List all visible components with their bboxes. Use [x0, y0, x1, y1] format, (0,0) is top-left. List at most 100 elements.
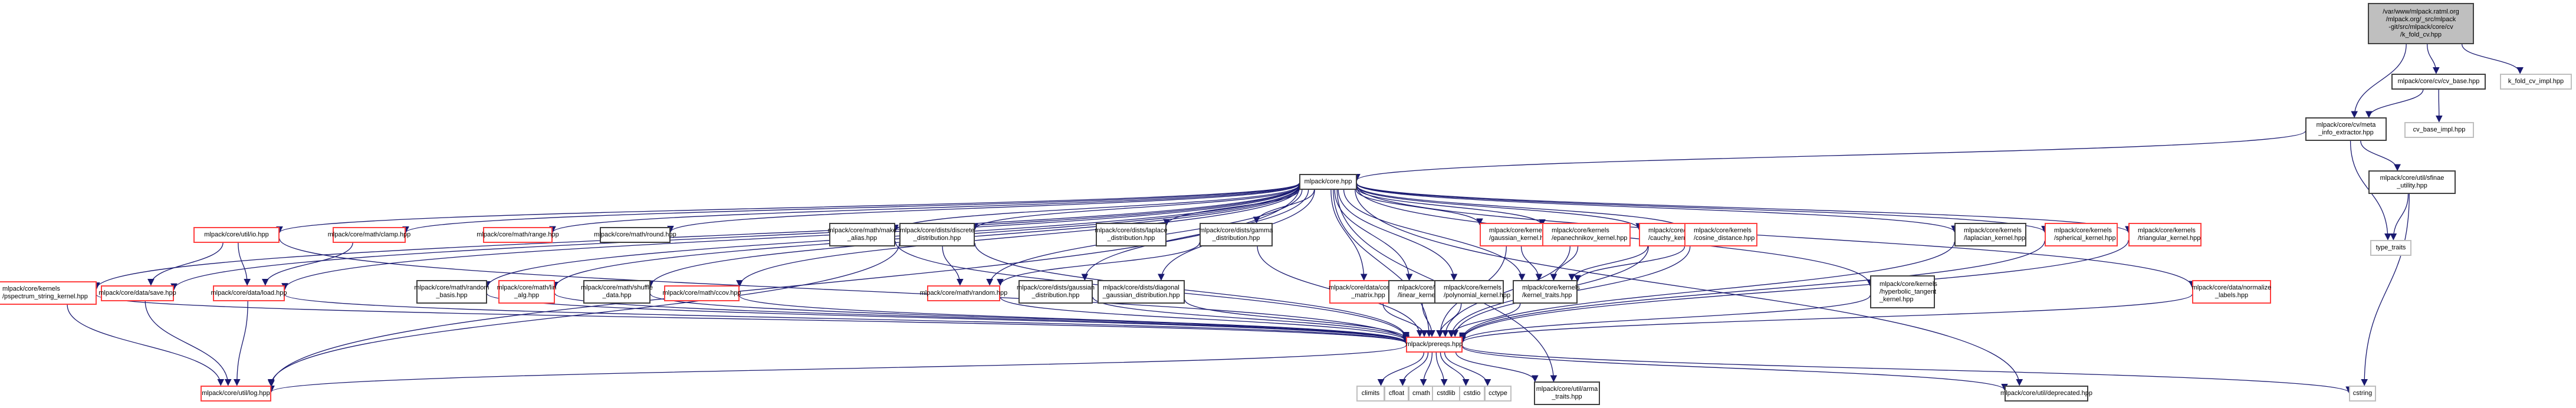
- node-label: mlpack/core/math/shuffle _data.hpp: [580, 284, 653, 299]
- node-label: mlpack/core/kernels /laplacian_kernel.hp…: [1964, 227, 2025, 242]
- edge-core-to-shuffle: [647, 186, 1300, 288]
- node-io[interactable]: mlpack/core/util/io.hpp: [193, 226, 280, 243]
- node-label: cfloat: [1388, 389, 1405, 397]
- node-normalize[interactable]: mlpack/core/data/normalize _labels.hpp: [2192, 280, 2271, 304]
- node-range[interactable]: mlpack/core/math/range.hpp: [477, 226, 559, 243]
- node-cstdio[interactable]: cstdio: [1459, 385, 1485, 402]
- edge-core-to-pspectrum: [93, 184, 1300, 289]
- edge-hyperbolic-to-prereqs: [1459, 295, 1871, 342]
- node-gaussian-dist[interactable]: mlpack/core/dists/gaussian _distribution…: [1017, 280, 1095, 304]
- node-log[interactable]: mlpack/core/util/log.hpp: [201, 385, 271, 402]
- edge-gaussian-kernel-to-kernel-traits: [1520, 246, 1543, 281]
- edge-core-to-discrete: [971, 185, 1300, 231]
- edge-discrete-to-random: [942, 246, 964, 286]
- edge-prereqs-to-cctype: [1444, 352, 1491, 386]
- node-polynomial[interactable]: mlpack/core/kernels /polynomial_kernel.h…: [1434, 280, 1510, 304]
- edge-io-to-prereqs: [279, 238, 1409, 343]
- edge-io-to-save: [147, 242, 224, 286]
- node-label: mlpack/core/data/normalize _labels.hpp: [2191, 284, 2272, 299]
- node-type-traits[interactable]: type_traits: [2370, 239, 2411, 256]
- node-label: mlpack/core/dists/diagonal _gaussian_dis…: [1102, 284, 1180, 299]
- edge-kernel-traits-to-prereqs: [1447, 303, 1521, 337]
- node-label: mlpack/core/util/arma _traits.hpp: [1536, 386, 1598, 400]
- node-climits[interactable]: climits: [1356, 385, 1385, 402]
- edge-discrete-to-log: [267, 243, 900, 386]
- node-kernel-traits[interactable]: mlpack/core/kernels /kernel_traits.hpp: [1513, 280, 1580, 304]
- node-core[interactable]: mlpack/core.hpp: [1299, 173, 1357, 190]
- node-label: cv_base_impl.hpp: [2413, 126, 2466, 133]
- node-make-alias[interactable]: mlpack/core/math/make _alias.hpp: [828, 223, 896, 246]
- node-arma-traits[interactable]: mlpack/core/util/arma _traits.hpp: [1534, 381, 1600, 405]
- edge-confusion-to-prereqs: [1382, 303, 1428, 337]
- node-label: mlpack/core/dists/gamma _distribution.hp…: [1199, 227, 1273, 242]
- node-label: mlpack/core/math/random.hpp: [919, 289, 1008, 297]
- node-random[interactable]: mlpack/core/math/random.hpp: [920, 285, 1007, 301]
- node-gaussian-kernel[interactable]: mlpack/core/kernels /gaussian_kernel.hpp: [1480, 223, 1551, 246]
- node-cctype[interactable]: cctype: [1484, 385, 1512, 402]
- node-label: mlpack/core/cv/cv_base.hpp: [2397, 77, 2480, 85]
- edge-core-to-io: [276, 182, 1300, 233]
- edge-triangular-to-prereqs: [1459, 240, 2129, 341]
- node-triangular[interactable]: mlpack/core/kernels /triangular_kernel.h…: [2128, 223, 2202, 246]
- node-save[interactable]: mlpack/core/data/save.hpp: [98, 285, 176, 301]
- node-laplace[interactable]: mlpack/core/dists/laplace _distribution.…: [1095, 223, 1168, 246]
- node-label: mlpack/core/dists/laplace _distribution.…: [1095, 227, 1168, 242]
- node-pspectrum[interactable]: mlpack/core/kernels /pspectrum_string_ke…: [0, 281, 97, 305]
- node-label: cmath: [1412, 389, 1430, 397]
- node-shuffle[interactable]: mlpack/core/math/shuffle _data.hpp: [580, 280, 653, 304]
- edge-pspectrum-to-prereqs: [96, 294, 1409, 344]
- node-prereqs[interactable]: mlpack/prereqs.hpp: [1406, 336, 1463, 353]
- edge-diag-gaussian-to-prereqs: [1184, 300, 1409, 340]
- node-label: mlpack/core/kernels /cosine_distance.hpp: [1694, 227, 1755, 242]
- node-gamma[interactable]: mlpack/core/dists/gamma _distribution.hp…: [1200, 223, 1273, 246]
- node-k-fold-cv-impl[interactable]: k_fold_cv_impl.hpp: [2500, 73, 2572, 90]
- edge-cosine-to-kernel-traits: [1574, 246, 1685, 282]
- node-epanechnikov[interactable]: mlpack/core/kernels /epanechnikov_kernel…: [1542, 223, 1631, 246]
- node-label: mlpack/core/kernels /triangular_kernel.h…: [2138, 227, 2201, 242]
- node-random-basis[interactable]: mlpack/core/math/random _basis.hpp: [414, 280, 489, 304]
- edge-clamp-to-load: [262, 242, 353, 286]
- edge-core-to-polynomial: [1338, 189, 1458, 281]
- node-spherical[interactable]: mlpack/core/kernels /spherical_kernel.hp…: [2045, 223, 2118, 246]
- node-cv-base[interactable]: mlpack/core/cv/cv_base.hpp: [2391, 73, 2486, 90]
- edge-sfinae-to-cstring: [2361, 193, 2410, 386]
- node-load[interactable]: mlpack/core/data/load.hpp: [211, 285, 287, 301]
- node-cmath[interactable]: cmath: [1408, 385, 1434, 402]
- node-laplacian[interactable]: mlpack/core/kernels /laplacian_kernel.hp…: [1954, 223, 2026, 246]
- node-label: cstdlib: [1437, 389, 1455, 397]
- edge-save-to-log: [144, 301, 232, 386]
- node-label: k_fold_cv_impl.hpp: [2508, 77, 2564, 85]
- edge-prereqs-to-cstring: [1462, 345, 2352, 393]
- edge-cv-base-to-meta-info: [2365, 89, 2424, 119]
- node-cstdlib[interactable]: cstdlib: [1432, 385, 1460, 402]
- node-cv-base-impl[interactable]: cv_base_impl.hpp: [2404, 121, 2474, 138]
- node-sfinae[interactable]: mlpack/core/util/sfinae _utility.hpp: [2368, 170, 2456, 194]
- node-label: mlpack/core/data/confusion _matrix.hpp: [1329, 284, 1408, 299]
- node-clamp[interactable]: mlpack/core/math/clamp.hpp: [328, 226, 410, 243]
- edge-normalize-to-prereqs: [1459, 294, 2193, 344]
- edge-prereqs-to-deprecated: [1462, 346, 2008, 391]
- node-cstring[interactable]: cstring: [2349, 385, 2376, 402]
- node-discrete[interactable]: mlpack/core/dists/discrete _distribution…: [899, 223, 975, 246]
- edge-epanechnikov-to-prereqs: [1441, 246, 1570, 337]
- edge-ccov-to-prereqs: [739, 295, 1409, 343]
- node-cfloat[interactable]: cfloat: [1384, 385, 1409, 402]
- edge-pspectrum-to-log: [67, 304, 225, 386]
- edge-prereqs-to-cstdlib: [1435, 352, 1448, 386]
- node-lin-alg[interactable]: mlpack/core/math/lin _alg.hpp: [497, 280, 556, 304]
- node-diag-gaussian[interactable]: mlpack/core/dists/diagonal _gaussian_dis…: [1098, 280, 1185, 304]
- node-round[interactable]: mlpack/core/math/round.hpp: [594, 226, 676, 243]
- edge-gaussian-dist-to-prereqs: [1092, 297, 1409, 341]
- node-deprecated[interactable]: mlpack/core/util/deprecated.hpp: [2000, 385, 2092, 402]
- node-label: mlpack/core/kernels /gaussian_kernel.hpp: [1489, 227, 1551, 242]
- node-label: mlpack/core/cv/meta _info_extractor.hpp: [2316, 121, 2376, 136]
- node-cosine[interactable]: mlpack/core/kernels /cosine_distance.hpp: [1684, 223, 1757, 246]
- node-meta-info[interactable]: mlpack/core/cv/meta _info_extractor.hpp: [2305, 117, 2387, 141]
- edge-core-to-make-alias: [892, 185, 1300, 232]
- edge-gamma-to-random: [997, 242, 1200, 286]
- node-ccov[interactable]: mlpack/core/math/ccov.hpp: [662, 285, 741, 301]
- node-label: mlpack/core/util/io.hpp: [204, 231, 269, 238]
- node-hyperbolic[interactable]: mlpack/core/kernels /hyperbolic_tangent …: [1870, 275, 1937, 308]
